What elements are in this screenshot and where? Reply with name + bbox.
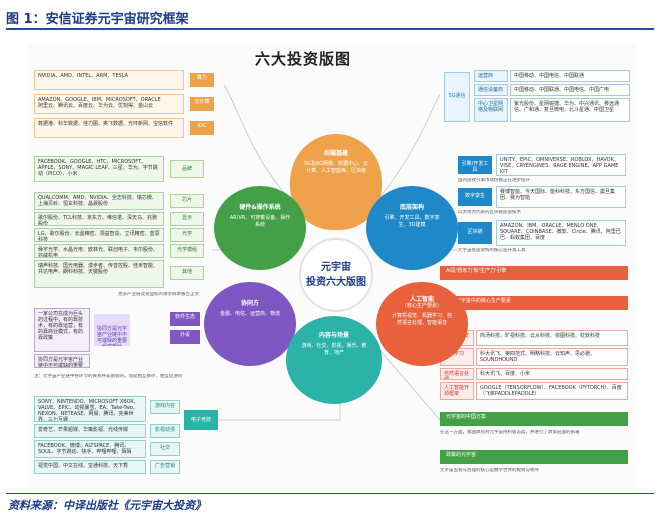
center-line-1: 元宇宙 (321, 262, 351, 273)
ai-framework-label: 人工智能开源框架 (440, 382, 474, 400)
telecom-operator-text: 中国移动、中国电信、中国联通 (510, 70, 630, 82)
hw-optics-tag: 光学 (170, 228, 204, 242)
compute-tag: 算力 (190, 73, 214, 87)
nlp-companies: 科大讯飞、百度、小米 (476, 368, 628, 380)
petal-collab-title: 协同方 (240, 300, 259, 307)
hw-brand-tag: 品牌 (170, 160, 204, 178)
center-hub: 元宇宙 投资六大版图 (299, 238, 373, 312)
game-tag: 游戏内容 (150, 400, 180, 414)
satellite-iot-label: 中心卫星网络及物联网 (474, 98, 508, 122)
source-note: 资料来源：中译出版社《元宇宙大投资》 (8, 499, 206, 512)
hw-chips: QUALCOMM、AMD、NVIDIA、全志科技、瑞芯微、上海贝岭、恒玄科技、晶… (34, 192, 164, 210)
blockchain-companies: AMAZON、IBM、ORACLE、MENLO ONE、SQUARE、COINB… (496, 220, 626, 246)
hw-note: 更多产业链及受益标的请参阅本报告正文 (118, 292, 199, 297)
game-companies: SONY、NINTENDO、MICROSOFT XBOX、VALVE、EPIC、… (34, 396, 146, 422)
software-ecosystem-tag: 软件生态 (170, 312, 200, 326)
engine-companies: UNITY、EPIC、OMNIVERSE、ROBLOX、HAVOK、VISE、C… (496, 154, 626, 176)
ai-banner-1: AI是'想象力'和'生产力'引擎 (440, 266, 628, 280)
petal-collaborators[interactable]: 协同方 金融、电信、运营商、物流 (204, 282, 296, 366)
header-rule (6, 28, 654, 30)
petal-hardware-os[interactable]: 硬件&操作系统 AR/VR、可穿戴设备、操作系统 (214, 186, 306, 270)
esports-group: 电子竞技 (184, 410, 218, 430)
center-line-2: 投资六大版图 (306, 277, 366, 288)
right-note-3: 元宇宙底层架构的核心是开发工具 (458, 248, 526, 253)
telecom-equipment-text: 中国移动、中国联通、中国电信、中国广电 (510, 84, 630, 96)
figure-title: 图 1：安信证券元宇宙研究框架 (6, 12, 189, 27)
blockchain-label: 区块链 (458, 222, 492, 244)
petal-content-text: 游戏、社交、影视、娱乐、教育、地产 (301, 343, 367, 356)
hw-other: 瑞声科技、国光电器、漫步者、传音控股、佳禾智能、共达电声、朗科科技、天键股份 (34, 260, 164, 288)
satellite-iot-text: 紫光股份、星网锐捷、华为、中兴通讯、移远通信、广和通、复旦微电、北斗星通、中国卫… (510, 98, 630, 122)
petal-base-architecture[interactable]: 底层架构 引擎、开发工具、数字孪生、3D建模 (366, 186, 458, 270)
petal-backend-text: 5G及6G网络、数据中心、云计算、人工智能等、区块链 (303, 161, 369, 174)
ai-framework-companies: GOOGLE（TENSORFLOW）、FACEBOOK（PYTORCH）、百度（… (476, 382, 628, 400)
hw-brands: FACEBOOK、GOOGLE、HTC、MICROSOFT、APPLE、SONY… (34, 156, 164, 182)
policy-note-1: 在这一方面，我国政府对元宇宙持积极态度，并进行了政策层面的部署 (440, 430, 580, 435)
digital-twin-companies: 赛博智能、今天国际、能科科技、东方国信、震旦集团、赛为智能 (496, 186, 626, 208)
policy-banner-2: 政策的元宇宙 (440, 450, 628, 464)
hw-display-tag: 显示 (170, 212, 204, 226)
engine-label: 引擎/开发工具 (458, 156, 492, 174)
cloud-companies: AMAZON、GOOGLE、IBM、MICROSOFT、ORACLE 阿里云、腾… (34, 94, 184, 114)
petal-hardware-text: AR/VR、可穿戴设备、操作系统 (229, 215, 291, 228)
petal-content-scenes[interactable]: 内容与场景 游戏、社交、影视、娱乐、教育、地产 (286, 316, 382, 404)
cv-companies: 商汤科技、旷视科技、云从科技、依图科技、虹软科技 (476, 330, 628, 346)
petal-backend-title: 后端基建 (323, 150, 348, 157)
social-companies: FACEBOOK、微博、ALTSPACE、腾讯、SOUL、字节跳动、快手、哔哩哔… (34, 440, 146, 458)
film-companies: 爱奇艺、芒果超媒、华策影视、光线传媒 (34, 424, 146, 438)
policy-banner-1: 元宇宙的中国方案 (440, 412, 628, 426)
petal-collab-text: 金融、电信、运营商、物流 (219, 311, 280, 317)
peripheral-tag: 外设 (170, 330, 200, 344)
ads-tag: 广告营销 (150, 460, 180, 474)
social-tag: 社交 (150, 442, 180, 456)
cloud-tag: 云计算 (190, 97, 214, 111)
ai-banner-2: AI是元宇宙中的核心生产要素 (440, 296, 628, 310)
software-ecosystem-mid: 协同方是元宇宙产业链中不可或缺的重要组成部分 (94, 314, 130, 346)
petal-architecture-text: 引擎、开发工具、数字孪生、3D建模 (384, 215, 440, 228)
telecom-equipment-label: 通信设备商 (474, 84, 508, 96)
diagram-title: 六大投资版图 (255, 50, 352, 68)
hw-display: 歌尔股份、TCL科技、京东方、维信诺、深天马、兆驰股份 (34, 212, 164, 226)
film-tag: 影视动漫 (150, 424, 180, 438)
right-note-2: 以太坊为代表的区块链底层技术 (458, 210, 521, 215)
petal-backend-infra[interactable]: 后端基建 5G及6G网络、数据中心、云计算、人工智能等、区块链 (290, 134, 382, 230)
petal-hardware-title: 硬件&操作系统 (239, 204, 281, 211)
hw-other-tag: 其他 (170, 266, 204, 280)
ml-companies: 科大讯飞、第四范式、明略科技、云知声、思必驰、SOUNDHOUND (476, 348, 628, 366)
telecom-operator-label: 运营商 (474, 70, 508, 82)
purple-sub-box: 协同方是元宇宙产业链中不可或缺的重要组成部分 (34, 354, 90, 368)
policy-note-2: 元宇宙监管与治理的核心是数字世界的规则与秩序 (440, 468, 539, 473)
idc-tag: IDC (190, 121, 214, 135)
5g-group-label: 5G通信 (444, 72, 470, 122)
petal-ai-text: 计算机视觉、机器学习、自然语言处理、智能语音 (391, 313, 452, 326)
hw-optic-modules: 舜宇光学、水晶光电、欧菲光、联创电子、韦尔股份、兆威机电 (34, 244, 164, 258)
petal-architecture-title: 底层架构 (399, 204, 424, 211)
hw-optic-module-tag: 光学模组 (170, 244, 204, 258)
left-note-2: 注：元宇宙产业链中各环节的关系并非割裂的，而是相互依存、相互促进的 (34, 374, 183, 379)
compute-companies: NVIDIA、AMD、INTEL、ARM、TESLA (34, 70, 184, 90)
petal-ai-sub: (核心生产要素) (405, 303, 439, 309)
petal-content-title: 内容与场景 (318, 332, 349, 339)
digital-twin-label: 数字孪生 (458, 188, 492, 206)
petal-ai-title: 人工智能 (409, 296, 434, 303)
petal-ai[interactable]: 人工智能 (核心生产要素) 计算机视觉、机器学习、自然语言处理、智能语音 (376, 282, 468, 366)
nlp-label: 自然语言处理 (440, 368, 474, 380)
right-note-1: 国内游戏引擎市场份额正在逐步提升 (458, 178, 530, 183)
hw-optics: LG、歌尔股份、长盈精密、领益智造、立讯精密、蓝思科技 (34, 228, 164, 242)
hw-chip-tag: 芯片 (170, 194, 204, 208)
software-ecosystem-text: 一家公司在成为巨头的过程中，有的靠技术，有的靠运营，有的靠商业模式，有的靠政策 (34, 308, 90, 352)
idc-companies: 数据港、科华数据、佳力图、奥飞数据、光环新网、宝信软件 (34, 118, 184, 138)
ads-companies: 视觉中国、中文在线、宝通科技、天下秀 (34, 460, 146, 474)
footer-rule (6, 493, 654, 494)
